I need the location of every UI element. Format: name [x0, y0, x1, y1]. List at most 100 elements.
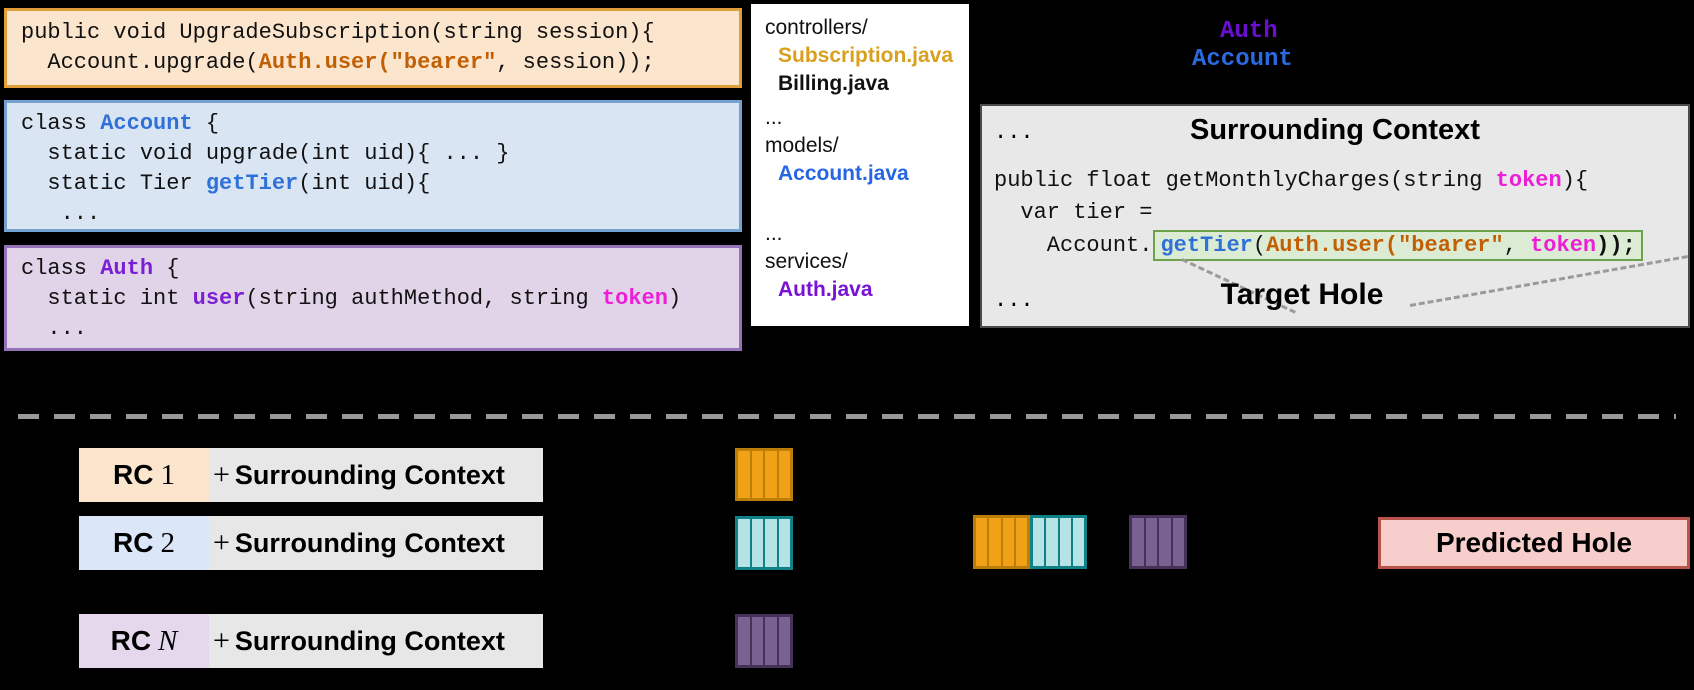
rc-text: RC [113, 527, 154, 558]
code-line: static Tier getTier(int uid){ [21, 169, 725, 199]
rc-number: 2 [160, 526, 175, 559]
auth-user-call: Auth.user("bearer" [1266, 233, 1504, 258]
token-cell [738, 451, 750, 498]
token-cell [1059, 518, 1071, 566]
code-text: ( [1252, 233, 1267, 258]
token-cell [765, 451, 777, 498]
code-text: public float getMonthlyCharges(string [994, 168, 1496, 193]
surrounding-context-title: Surrounding Context [1190, 114, 1480, 146]
code-line: static void upgrade(int uid){ ... } [21, 139, 725, 169]
token-cell [1159, 518, 1171, 566]
rc2-token-block [735, 516, 793, 570]
token-cell [1033, 518, 1045, 566]
rcn-context: +Surrounding Context [209, 614, 543, 668]
token-cell [765, 519, 777, 567]
token-param: token [1495, 168, 1562, 193]
token-cell [738, 617, 750, 665]
account-class-name: Account [100, 111, 193, 136]
code-text: ... [21, 316, 88, 341]
ellipsis: ... [994, 120, 1034, 145]
code-text: (int uid){ [298, 171, 431, 196]
fused-orange-tokens [973, 515, 1030, 569]
predicted-hole-box: Predicted Hole [1378, 517, 1690, 569]
code-text: static void upgrade(int uid){ ... } [21, 141, 510, 166]
code-line: ... [21, 314, 725, 344]
mid-purple-token-block [1129, 515, 1187, 569]
rc-number: N [158, 624, 178, 657]
token-cell [751, 519, 763, 567]
token-cell [1015, 518, 1027, 566]
code-text: var tier = [994, 200, 1153, 225]
user-method-name: user [192, 286, 246, 311]
code-text: static int [21, 286, 193, 311]
fused-token-block [973, 515, 1087, 569]
context-text: Surrounding Context [234, 459, 505, 490]
code-line: ... [21, 199, 725, 229]
ellipsis: ... [765, 106, 783, 129]
code-text: Account. [994, 233, 1153, 258]
token-cell [778, 451, 790, 498]
gettier-method-name: getTier [1160, 233, 1253, 258]
plus-sign: + [213, 458, 230, 491]
token-param: token [601, 286, 668, 311]
auth-user-call: Auth.user("bearer" [258, 50, 497, 75]
code-text: )); [1596, 233, 1636, 258]
surrounding-context-box: ... Surrounding Context public float get… [980, 104, 1690, 328]
code-line: Account.getTier(Auth.user("bearer", toke… [994, 230, 1643, 261]
code-text: public void UpgradeSubscription(string s… [21, 20, 655, 45]
account-reference-label: Account [1192, 46, 1293, 73]
rc-number: 1 [160, 458, 175, 491]
rc1-token-block [735, 448, 793, 501]
plus-sign: + [213, 526, 230, 559]
auth-reference-label: Auth [1220, 18, 1278, 45]
token-cell [765, 617, 777, 665]
code-text: ... [21, 201, 101, 226]
ellipsis: ... [994, 288, 1034, 313]
predicted-hole-label: Predicted Hole [1435, 527, 1633, 558]
token-cell [778, 519, 790, 567]
code-text: class [21, 111, 101, 136]
rc-text: RC [110, 625, 152, 656]
folder-controllers: controllers/ [765, 16, 868, 39]
file-subscription-java: Subscription.java [778, 44, 954, 67]
code-line: public void UpgradeSubscription(string s… [21, 18, 725, 48]
code-text: Account.upgrade( [21, 50, 259, 75]
token-cell [1072, 518, 1084, 566]
plus-sign: + [213, 624, 230, 657]
section-divider [18, 414, 1676, 419]
file-auth-java: Auth.java [778, 278, 873, 301]
code-text: static Tier [21, 171, 206, 196]
rc-text: RC [113, 459, 154, 490]
auth-class-name: Auth [100, 256, 154, 281]
token-cell [1145, 518, 1157, 566]
file-account-java: Account.java [778, 162, 909, 185]
code-text: { [153, 256, 180, 281]
code-text: ) [667, 286, 682, 311]
rc1-context: +Surrounding Context [209, 448, 543, 502]
code-line: var tier = [994, 200, 1152, 225]
token-cell [751, 617, 763, 665]
target-hole-highlight: getTier(Auth.user("bearer", token)); [1153, 230, 1643, 261]
code-line: public float getMonthlyCharges(string to… [994, 168, 1588, 193]
gettier-method-name: getTier [205, 171, 299, 196]
token-param: token [1530, 233, 1597, 258]
folder-models: models/ [765, 134, 839, 157]
context-text: Surrounding Context [234, 527, 505, 558]
context-text: Surrounding Context [234, 625, 505, 656]
rc2-context: +Surrounding Context [209, 516, 543, 570]
folder-services: services/ [765, 250, 848, 273]
token-cell [1132, 518, 1144, 566]
token-cell [976, 518, 988, 566]
token-cell [751, 451, 763, 498]
file-billing-java: Billing.java [778, 72, 889, 95]
code-line: Account.upgrade(Auth.user("bearer", sess… [21, 48, 725, 78]
controller-code-box: public void UpgradeSubscription(string s… [4, 8, 742, 88]
token-cell [778, 617, 790, 665]
code-line: class Account { [21, 109, 725, 139]
token-cell [1002, 518, 1014, 566]
